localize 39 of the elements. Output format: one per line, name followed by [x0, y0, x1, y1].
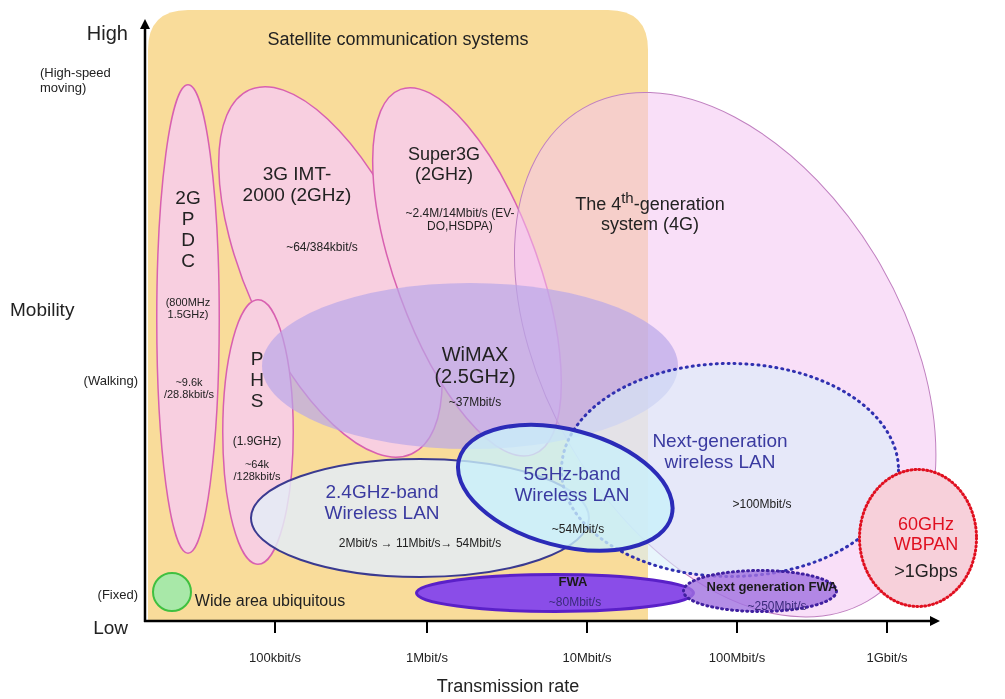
region-label: 5GHz-band Wireless LAN: [513, 464, 631, 506]
region-label: P H S: [249, 348, 265, 412]
region-label: The 4$^{th}$-generation system (4G): [574, 189, 726, 235]
region-label: 60GHz WBPAN: [892, 515, 960, 555]
rate-label: ~64k /128kbit/s: [232, 457, 282, 483]
tick-label: 1Mbit/s: [406, 649, 448, 665]
axis-label: High: [86, 21, 128, 45]
rate-label: ~2.4M/14Mbit/s (EV-DO,HSDPA): [404, 206, 516, 234]
region-label: FWA: [558, 574, 588, 590]
region-label: 3G IMT-2000 (2GHz): [242, 164, 352, 206]
rate-label: ~54Mbit/s: [551, 523, 605, 537]
region-label: Super3G (2GHz): [406, 145, 481, 185]
tick-label: 10Mbit/s: [562, 649, 612, 665]
rate-label: >100Mbit/s: [732, 498, 792, 512]
rate-label: 2Mbit/s → 11Mbit/s→ 54Mbit/s: [338, 537, 502, 551]
rate-label: ~250Mbit/s: [747, 600, 807, 614]
axis-label: Mobility: [10, 299, 75, 321]
region-label: Satellite communication systems: [266, 30, 530, 50]
axis-label: (High-speed moving): [40, 65, 112, 95]
region-label: 2G P D C: [174, 188, 202, 272]
rate-label: ~9.6k /28.8kbit/s: [162, 375, 216, 401]
tick-label: 100kbit/s: [249, 649, 301, 665]
region-label: 2.4GHz-band Wireless LAN: [323, 482, 441, 524]
rate-label: ~64/384kbit/s: [286, 241, 358, 255]
axis-label: (Fixed): [97, 586, 138, 602]
region-label: Wide area ubiquitous: [194, 592, 346, 610]
rate-label: ~80Mbit/s: [548, 596, 602, 610]
rate-label: (1.9GHz): [232, 435, 282, 449]
tick-label: 100Mbit/s: [708, 649, 766, 665]
axis-label: (Walking): [83, 372, 138, 388]
rate-label: >1Gbps: [894, 562, 958, 582]
region-label: Next generation FWA: [706, 579, 838, 595]
axis-label: Transmission rate: [436, 675, 580, 697]
tick-label: 1Gbit/s: [866, 649, 908, 665]
rate-label: ~37Mbit/s: [448, 396, 502, 410]
axis-label: Low: [93, 617, 128, 639]
region-label: Next-generation wireless LAN: [651, 431, 789, 473]
rate-label: (800MHz 1.5GHz): [164, 295, 212, 321]
region-label: WiMAX (2.5GHz): [433, 343, 517, 387]
